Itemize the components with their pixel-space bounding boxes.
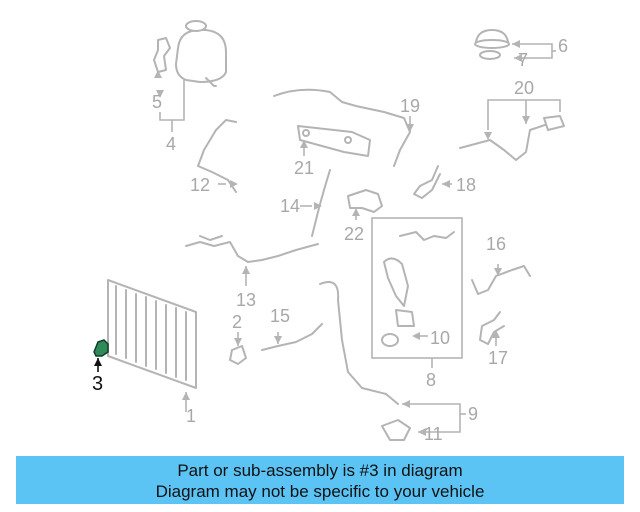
callout-15[interactable]: 15 xyxy=(270,306,290,326)
callout-3[interactable]: 3 xyxy=(92,373,103,395)
part-reservoir-cap xyxy=(474,29,556,60)
part-hose-20 xyxy=(459,99,565,161)
part-bracket-2 xyxy=(229,332,247,365)
callout-11[interactable]: 11 xyxy=(424,424,443,444)
part-pipe-13 xyxy=(185,235,319,286)
part-radiator-1 xyxy=(107,279,197,412)
callout-2[interactable]: 2 xyxy=(232,312,242,332)
highlight-arrowhead xyxy=(94,358,102,366)
part-lower-hose-9 xyxy=(319,281,466,441)
callout-17[interactable]: 17 xyxy=(488,348,508,368)
callout-7[interactable]: 7 xyxy=(518,50,528,70)
callout-20[interactable]: 20 xyxy=(514,78,534,98)
part-outlet-22 xyxy=(347,189,383,220)
part-coolant-reservoir xyxy=(153,20,227,132)
part-coolant-pipe-21 xyxy=(297,125,371,157)
exploded-parts-diagram: 1 2 3 4 5 6 7 8 9 10 11 12 13 14 15 16 1… xyxy=(92,20,568,444)
leader-arrowheads xyxy=(154,40,530,436)
part-assembly-8 xyxy=(371,217,463,368)
callout-4[interactable]: 4 xyxy=(166,134,176,154)
callout-13[interactable]: 13 xyxy=(236,290,256,310)
callout-12[interactable]: 12 xyxy=(190,175,210,195)
callout-6[interactable]: 6 xyxy=(558,36,568,56)
part-upper-hose xyxy=(273,88,411,167)
callout-18[interactable]: 18 xyxy=(456,175,476,195)
part-hose-15 xyxy=(261,323,323,351)
callout-5[interactable]: 5 xyxy=(152,92,162,112)
callout-8[interactable]: 8 xyxy=(426,370,436,390)
part-hose-17 xyxy=(479,311,505,346)
callout-10[interactable]: 10 xyxy=(430,328,450,348)
callout-1[interactable]: 1 xyxy=(186,406,196,426)
part-hose-12 xyxy=(197,119,237,193)
callout-21[interactable]: 21 xyxy=(294,158,314,178)
callout-9[interactable]: 9 xyxy=(468,404,478,424)
part-highlighted-3[interactable] xyxy=(93,339,109,372)
callout-22[interactable]: 22 xyxy=(344,224,364,244)
callout-14[interactable]: 14 xyxy=(280,196,300,216)
part-pipe-14 xyxy=(300,169,331,237)
info-banner: Part or sub-assembly is #3 in diagram Di… xyxy=(16,456,624,504)
callout-16[interactable]: 16 xyxy=(486,234,506,254)
callout-labels: 1 2 3 4 5 6 7 8 9 10 11 12 13 14 15 16 1… xyxy=(92,36,568,444)
callout-19[interactable]: 19 xyxy=(400,96,420,116)
banner-line-part-number: Part or sub-assembly is #3 in diagram xyxy=(177,461,463,480)
banner-line-disclaimer: Diagram may not be specific to your vehi… xyxy=(155,482,485,501)
